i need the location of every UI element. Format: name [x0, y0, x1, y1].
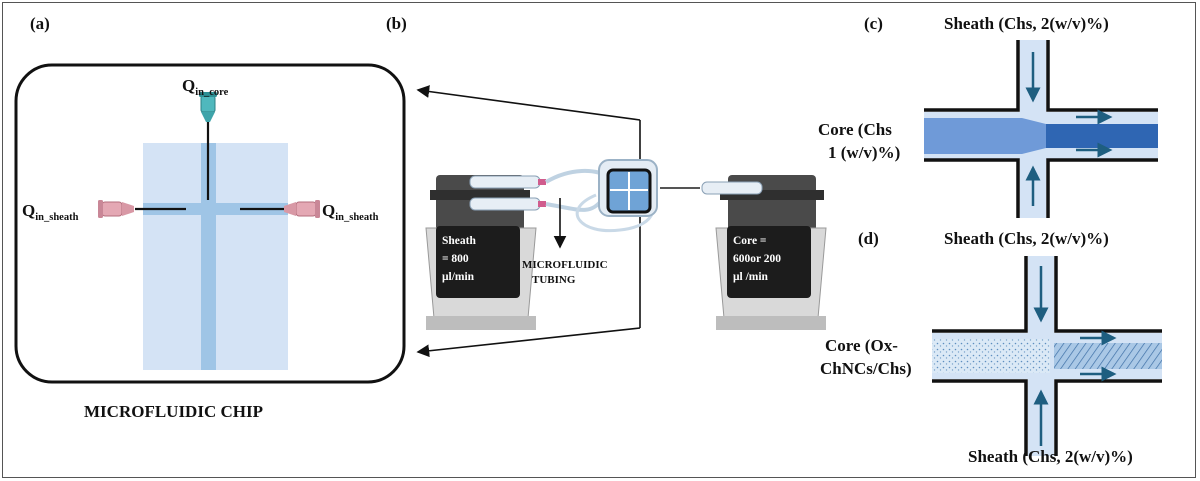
sheath-syringe-pump: Sheath = 800 μl/min — [425, 175, 546, 330]
core-pump-line-2: 600or 200 — [733, 253, 781, 265]
panel-label-c: (c) — [864, 14, 883, 33]
core-needle-icon — [199, 92, 217, 122]
tubing-label-1: MICROFLUIDIC — [522, 259, 608, 271]
panel-d-flow-diagram: Sheath (Chs, 2(w/v)%) Core (Ox- ChNCs/Ch… — [820, 229, 1162, 466]
zoom-line-bottom — [416, 327, 641, 358]
panel-label-d: (d) — [858, 229, 879, 248]
panel-c-core-label-2: 1 (w/v)%) — [828, 143, 900, 162]
panel-d-sheath-top-label: Sheath (Chs, 2(w/v)%) — [944, 229, 1109, 248]
q-sheath-right-label: Qin_sheath — [322, 201, 379, 223]
panel-c-sheath-top-label: Sheath (Chs, 2(w/v)%) — [944, 14, 1109, 33]
panel-label-a: (a) — [30, 14, 50, 33]
panel-c-flow-diagram: Sheath (Chs, 2(w/v)%) Core (Chs 1 (w/v)%… — [818, 14, 1158, 218]
zoom-line-top — [416, 85, 641, 121]
right-sheath-needle-icon — [284, 200, 320, 218]
core-pump-line-1: Core = — [733, 235, 766, 247]
chip-panel: Qin_core Qin_sheath Qin_sheath MICROFLUI… — [14, 63, 406, 421]
sheath-pump-line-3: μl/min — [442, 271, 475, 283]
setup-panel: Sheath = 800 μl/min MICROFLUIDIC TUBING … — [416, 85, 827, 358]
q-sheath-left-label: Qin_sheath — [22, 201, 79, 223]
tubing-label-2: TUBING — [532, 274, 576, 286]
sheath-tubing-bottom — [545, 198, 604, 212]
panel-d-core-label-2: ChNCs/Chs) — [820, 359, 912, 378]
core-pump-line-3: μl /min — [733, 271, 769, 283]
horizontal-channel — [143, 203, 288, 215]
core-syringe-pump: Core = 600or 200 μl /min — [701, 175, 827, 330]
sheath-pump-line-2: = 800 — [442, 253, 469, 265]
core-pump-screen — [727, 226, 811, 298]
panel-d-sheath-bottom-label: Sheath (Chs, 2(w/v)%) — [968, 447, 1133, 466]
sheath-pump-screen — [436, 226, 520, 298]
sheath-pump-line-1: Sheath — [442, 235, 476, 247]
vertical-channel — [201, 143, 216, 370]
panel-d-core-label-1: Core (Ox- — [825, 336, 898, 355]
panel-c-core-label-1: Core (Chs — [818, 120, 892, 139]
panel-label-b: (b) — [386, 14, 407, 33]
panel-d-core-stream — [932, 339, 1050, 373]
chip-caption: MICROFLUIDIC CHIP — [84, 402, 263, 421]
left-sheath-needle-icon — [98, 200, 134, 218]
q-core-label: Qin_core — [182, 76, 229, 98]
